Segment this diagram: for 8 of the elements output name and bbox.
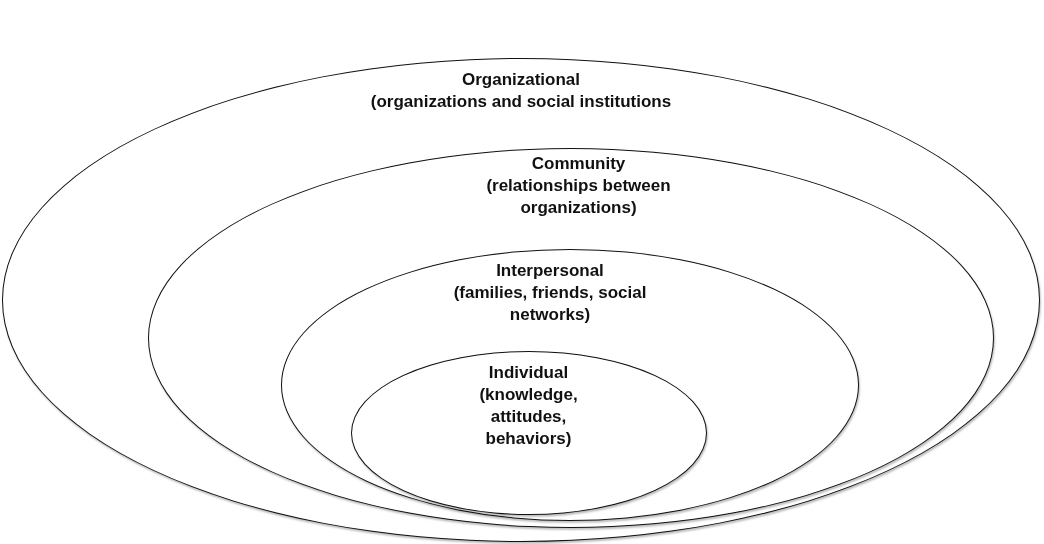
level-title: Organizational (460, 69, 582, 91)
level-description: (knowledge, attitudes, behaviors) (478, 383, 579, 450)
level-title: Individual (487, 361, 570, 384)
level-description: (relationships between organizations) (485, 174, 672, 219)
level-title: Interpersonal (495, 260, 605, 282)
level-description: (organizations and social institutions (369, 91, 673, 113)
level-description: (families, friends, social networks) (452, 282, 648, 326)
level-title: Community (530, 152, 627, 175)
